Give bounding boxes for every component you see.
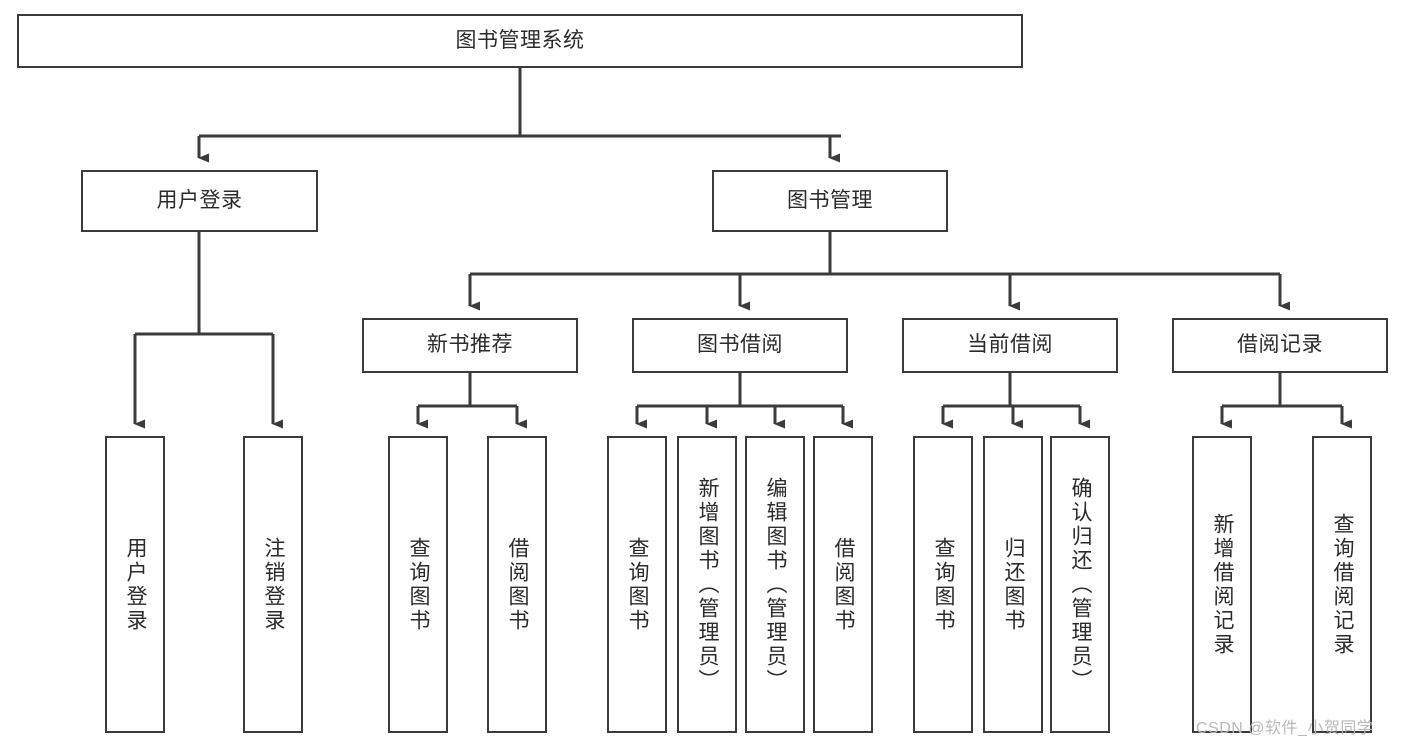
leaf-query-borrow-record-label: 查询借阅记录	[1331, 512, 1355, 657]
node-current-borrow[interactable]: 当前借阅	[902, 318, 1118, 373]
leaf-user-login[interactable]: 用户登录	[105, 436, 165, 733]
leaf-query-books-borrow-label: 查询图书	[626, 536, 650, 633]
leaf-logout-label: 注销登录	[262, 536, 286, 633]
leaf-return-book-label: 归还图书	[1002, 536, 1026, 633]
node-book-management[interactable]: 图书管理	[712, 170, 948, 232]
node-user-login[interactable]: 用户登录	[81, 170, 318, 232]
leaf-return-book[interactable]: 归还图书	[983, 436, 1043, 733]
leaf-confirm-return-admin-label: 确认归还（管理员）	[1069, 476, 1093, 693]
leaf-logout[interactable]: 注销登录	[243, 436, 303, 733]
leaf-add-borrow-record[interactable]: 新增借阅记录	[1192, 436, 1252, 733]
node-root[interactable]: 图书管理系统	[17, 14, 1023, 68]
leaf-borrow-books-new-label: 借阅图书	[506, 536, 530, 633]
leaf-add-book-admin[interactable]: 新增图书（管理员）	[677, 436, 737, 733]
node-new-book-recommend-label: 新书推荐	[427, 333, 513, 357]
leaf-query-books-new[interactable]: 查询图书	[388, 436, 448, 733]
leaf-borrow-book[interactable]: 借阅图书	[813, 436, 873, 733]
leaf-add-borrow-record-label: 新增借阅记录	[1211, 512, 1235, 657]
node-book-borrow-label: 图书借阅	[697, 333, 783, 357]
node-current-borrow-label: 当前借阅	[967, 333, 1053, 357]
node-new-book-recommend[interactable]: 新书推荐	[362, 318, 578, 373]
leaf-query-borrow-record[interactable]: 查询借阅记录	[1312, 436, 1372, 733]
leaf-add-book-admin-label: 新增图书（管理员）	[696, 476, 720, 693]
leaf-edit-book-admin[interactable]: 编辑图书（管理员）	[745, 436, 805, 733]
node-book-borrow[interactable]: 图书借阅	[632, 318, 848, 373]
leaf-query-books-borrow[interactable]: 查询图书	[607, 436, 667, 733]
leaf-borrow-books-new[interactable]: 借阅图书	[487, 436, 547, 733]
node-borrow-records[interactable]: 借阅记录	[1172, 318, 1388, 373]
node-book-management-label: 图书管理	[787, 188, 873, 212]
node-user-login-label: 用户登录	[156, 188, 243, 212]
leaf-borrow-book-label: 借阅图书	[832, 536, 856, 633]
leaf-confirm-return-admin[interactable]: 确认归还（管理员）	[1050, 436, 1110, 733]
leaf-edit-book-admin-label: 编辑图书（管理员）	[764, 476, 788, 693]
node-root-label: 图书管理系统	[455, 28, 585, 52]
leaf-user-login-label: 用户登录	[124, 536, 148, 633]
node-borrow-records-label: 借阅记录	[1237, 333, 1323, 357]
leaf-query-books-new-label: 查询图书	[407, 536, 431, 633]
leaf-query-books-current-label: 查询图书	[932, 536, 956, 633]
leaf-query-books-current[interactable]: 查询图书	[913, 436, 973, 733]
